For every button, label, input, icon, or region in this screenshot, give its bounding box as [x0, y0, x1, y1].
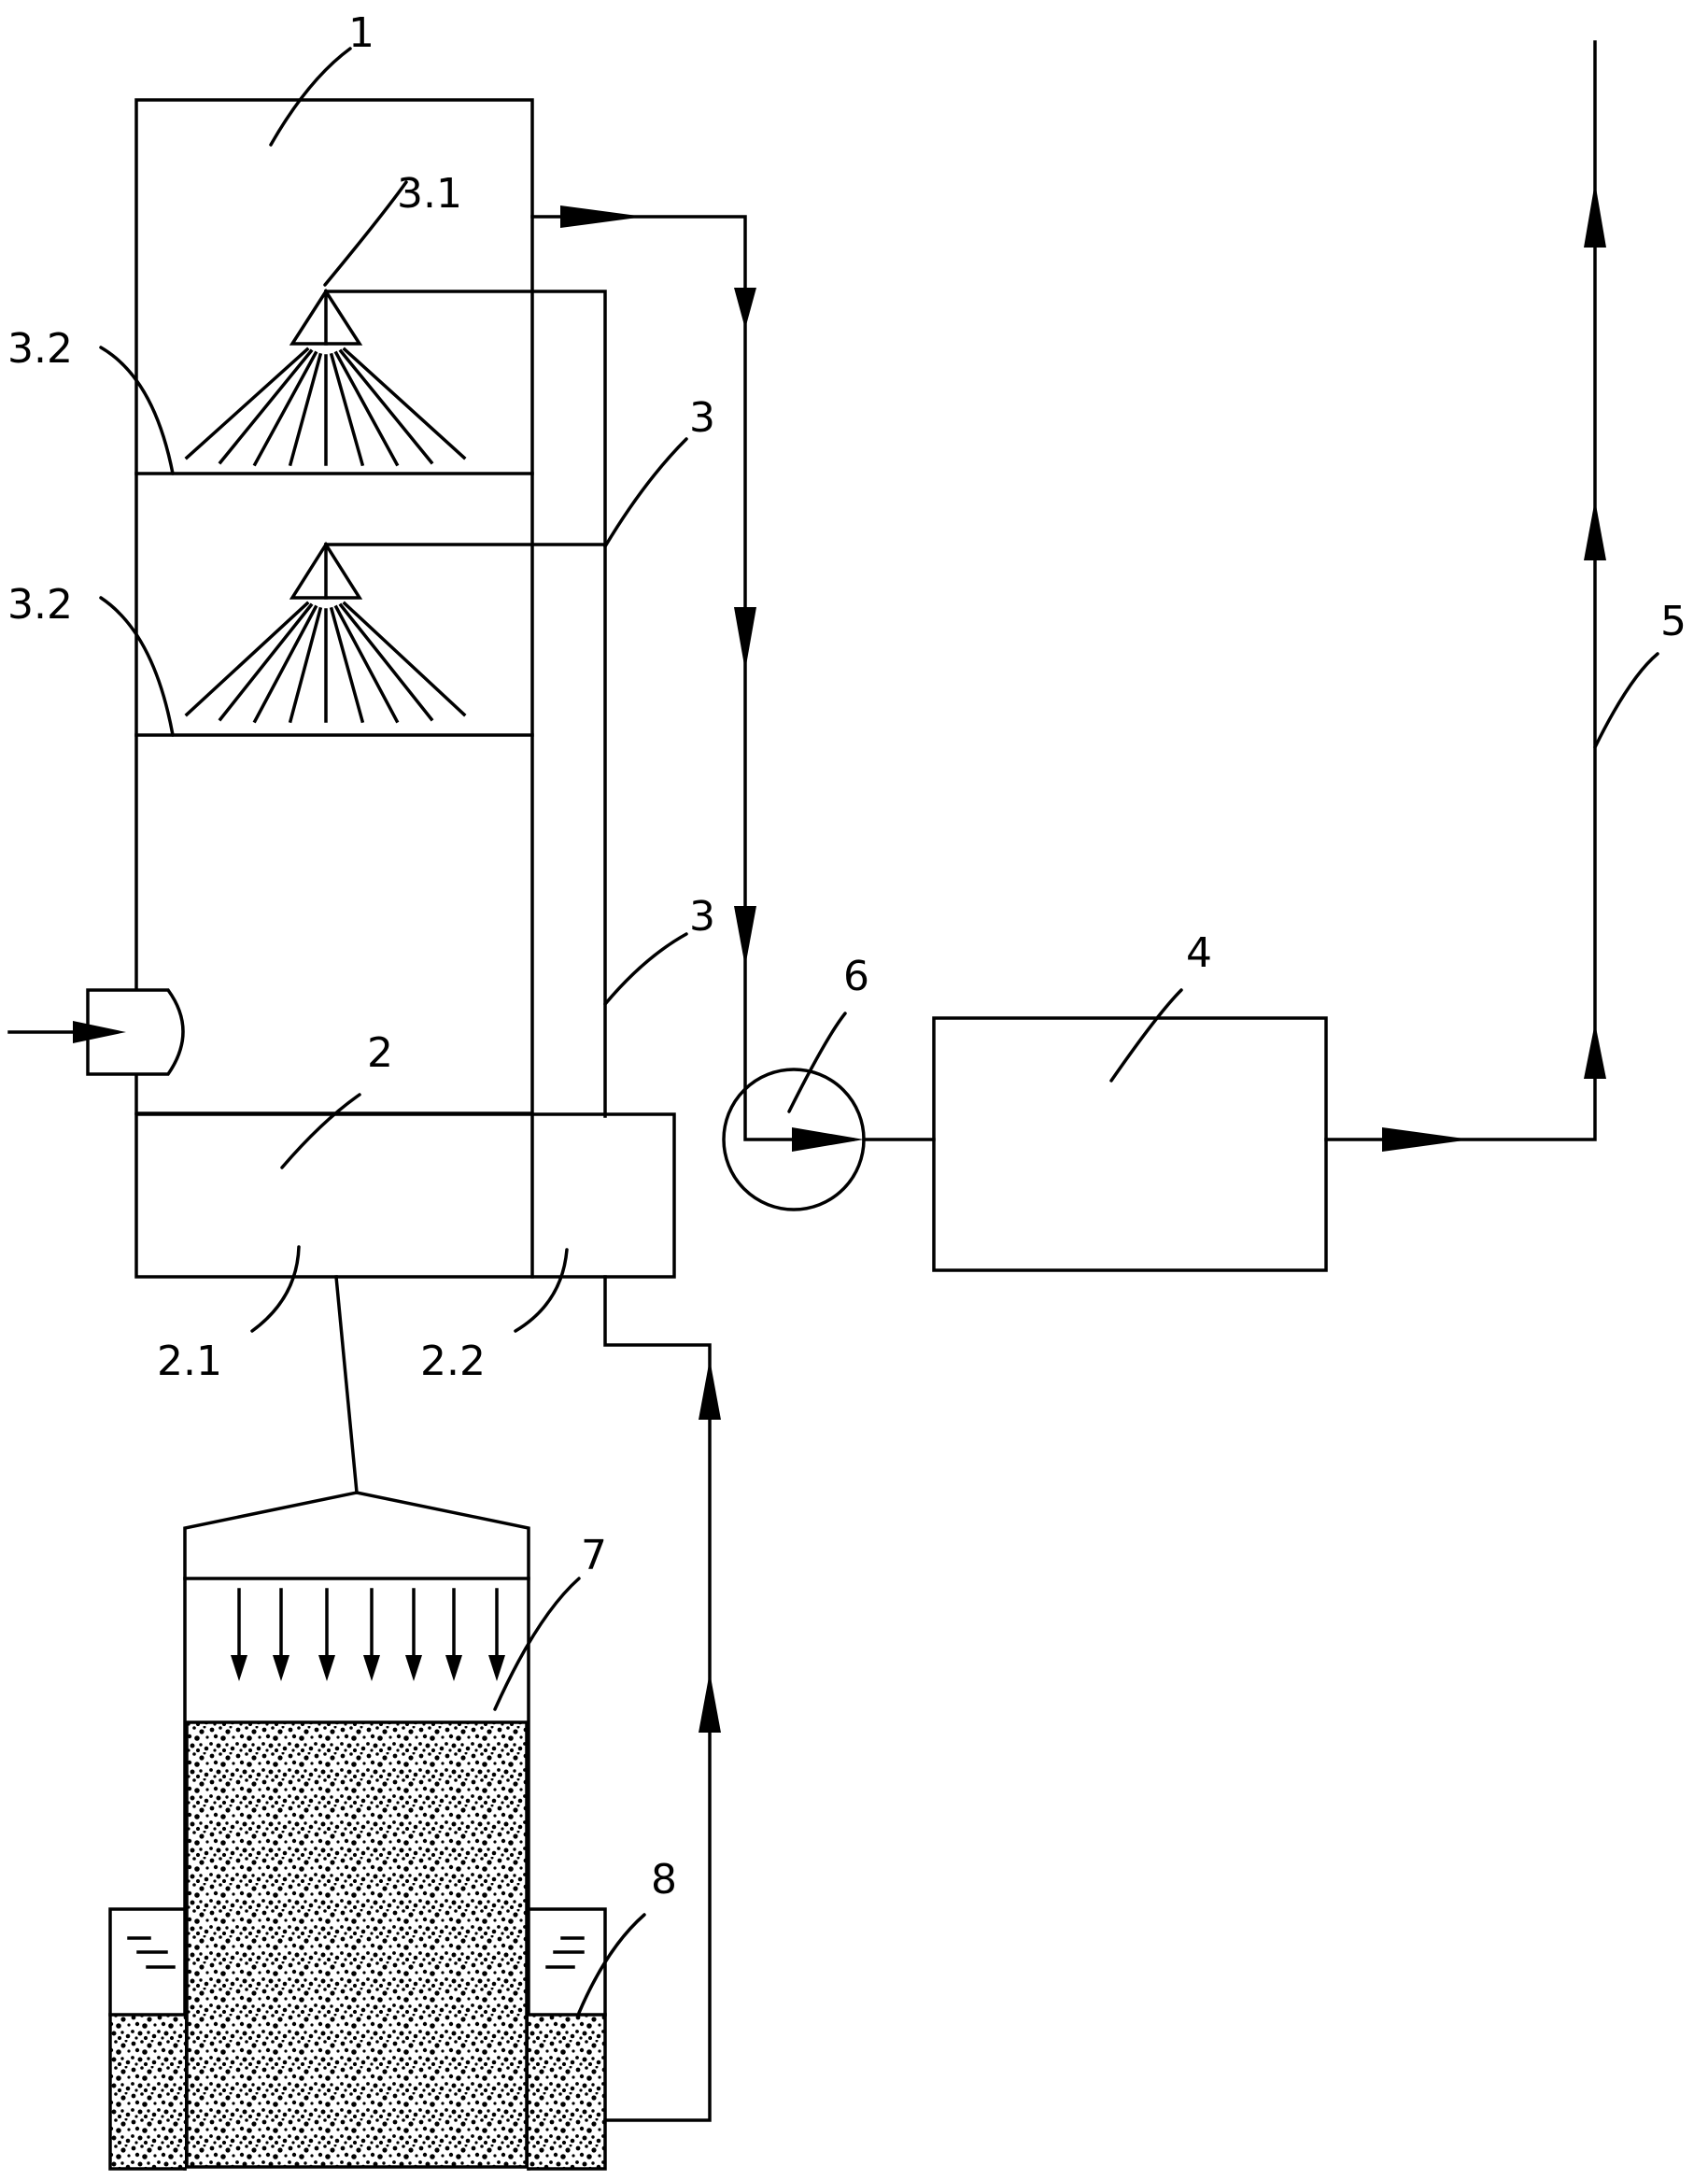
- liquid-level-marks: [127, 1936, 585, 1969]
- filter-unit: [183, 1491, 530, 2171]
- label-7: 7: [581, 1532, 607, 1579]
- slurry-line: [334, 1275, 359, 1494]
- leader-2: [280, 1093, 361, 1169]
- label-8: 8: [651, 1856, 677, 1904]
- label-2-1: 2.1: [157, 1338, 222, 1385]
- exhaust-stack: [1324, 40, 1606, 1152]
- label-2-2: 2.2: [420, 1338, 486, 1385]
- label-3-lower: 3: [689, 893, 715, 941]
- inlet-arrow: [73, 1021, 126, 1043]
- leader-2-1: [250, 1245, 301, 1333]
- leader-3-upper: [603, 437, 688, 548]
- leader-lines: [99, 47, 1659, 2015]
- settling-tank: [108, 1907, 607, 2171]
- gas-inlet: [7, 988, 185, 1076]
- leader-8: [577, 1913, 646, 2015]
- leader-7: [493, 1577, 581, 1711]
- treatment-unit: [932, 1016, 1328, 1272]
- gas-outlet-line: [530, 205, 854, 1141]
- leader-6: [787, 1012, 847, 1113]
- leader-3-lower: [603, 932, 688, 1006]
- label-3-1: 3.1: [397, 170, 462, 218]
- leader-5: [1593, 652, 1659, 749]
- spray-cone-lower: [184, 601, 467, 724]
- labels: 1 3.1 3.2 3.2 3 3 2 2.1 2.2 6 4 5 7 8: [7, 9, 1687, 1904]
- label-3-2-lower: 3.2: [7, 581, 73, 629]
- flow-arrows: [231, 1588, 505, 1681]
- label-3-2-upper: 3.2: [7, 325, 73, 373]
- sump: [134, 1112, 676, 1279]
- spray-nozzle-upper: [184, 288, 467, 467]
- spray-nozzle-lower: [184, 541, 467, 724]
- leader-3-2-upper: [99, 346, 175, 475]
- label-6: 6: [843, 953, 869, 1000]
- spray-cone-upper: [184, 347, 467, 467]
- label-3-upper: 3: [689, 394, 715, 442]
- label-5: 5: [1660, 598, 1687, 645]
- label-2: 2: [367, 1029, 393, 1077]
- leader-1: [269, 47, 352, 147]
- label-4: 4: [1186, 929, 1212, 977]
- circulation-pipe: [324, 290, 607, 1118]
- label-1: 1: [348, 9, 374, 57]
- leader-2-2: [514, 1248, 569, 1333]
- leader-3-1: [323, 180, 408, 287]
- return-line: [603, 1275, 721, 2122]
- leader-4: [1109, 988, 1183, 1083]
- leader-3-2-lower: [99, 596, 175, 737]
